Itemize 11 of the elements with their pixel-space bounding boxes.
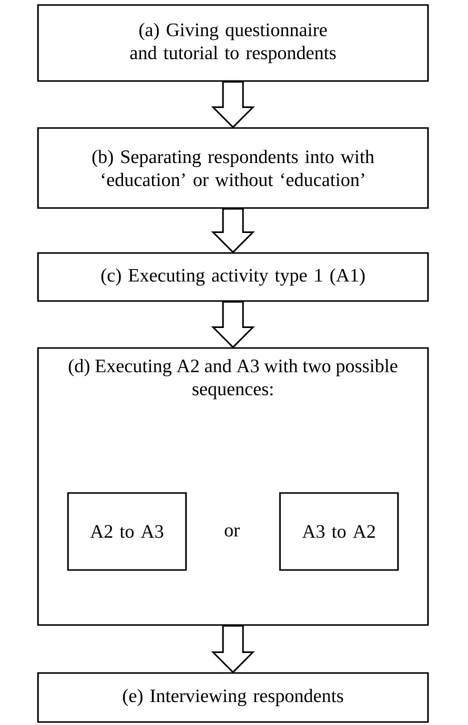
step-box: (c) Executing activity type 1 (A1) — [37, 252, 429, 302]
block-arrow — [211, 301, 255, 348]
step-box: (b) Separating respondents into with ‘education’ or without ‘education’ — [37, 127, 429, 209]
step-box: (e) Interviewing respondents — [37, 672, 429, 723]
connector-word: or — [224, 527, 240, 537]
sequence-box: A3 to A2 — [279, 492, 399, 571]
block-arrow — [211, 625, 255, 674]
block-arrow — [211, 208, 255, 254]
block-arrow — [211, 81, 255, 128]
sequence-box: A2 to A3 — [67, 492, 187, 571]
step-box: (a) Giving questionnaire and tutorial to respondents — [37, 4, 429, 82]
